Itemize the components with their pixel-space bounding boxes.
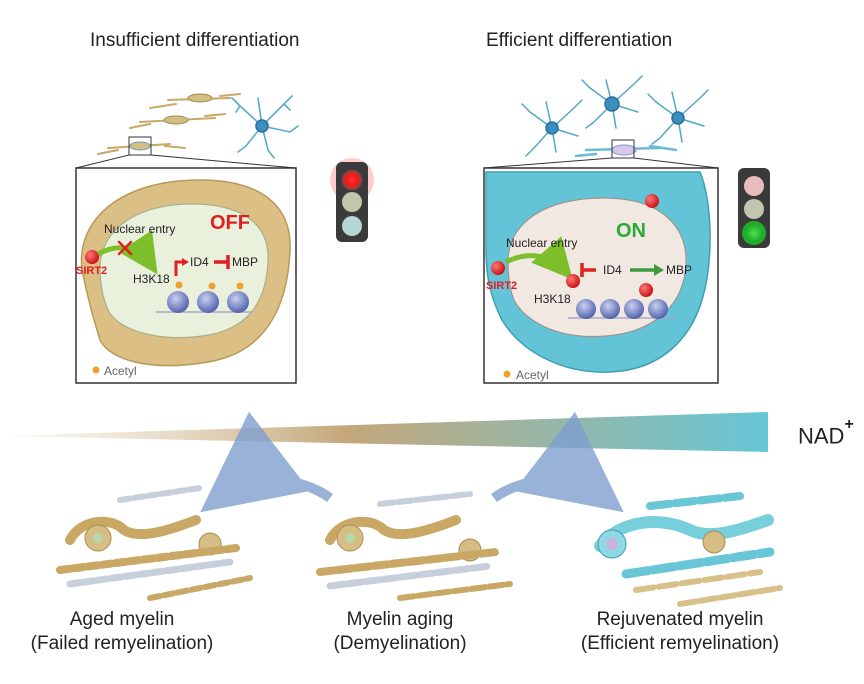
caption-aging-line2: (Demyelination)	[333, 633, 467, 654]
right-sirt2-label: SIRT2	[486, 280, 518, 292]
left-acetyl-label: Acetyl	[104, 364, 137, 378]
blocked-x-icon	[117, 240, 133, 256]
caption-aging-line1: Myelin aging	[346, 609, 454, 630]
left-zoom-lines	[75, 154, 297, 169]
left-panel-internals	[85, 229, 252, 374]
right-oligodendrocyte-icons	[521, 75, 709, 157]
left-sirt2-label: SIRT2	[76, 265, 108, 277]
caption-aged-line1: Aged myelin	[69, 609, 175, 630]
caption-aged-line2: (Failed remyelination)	[30, 633, 214, 654]
left-id4-label: ID4	[190, 255, 209, 269]
left-opc-cells	[97, 93, 241, 156]
state-off-label: OFF	[210, 212, 250, 234]
left-oligodendrocyte-icon	[231, 95, 299, 159]
nad-gradient-wedge	[0, 412, 768, 452]
sirt2-protein-icon	[639, 283, 653, 297]
left-nuclear-entry-label: Nuclear entry	[104, 222, 176, 236]
arrow-to-rejuvenated	[491, 411, 624, 513]
arrow-to-aged	[200, 411, 333, 513]
left-panel-title: Insufficient differentiation	[90, 30, 300, 51]
right-opc-cell	[574, 139, 678, 159]
right-id4-label: ID4	[603, 263, 622, 277]
nad-label: NAD+	[798, 416, 854, 449]
nad-text: NAD	[798, 423, 845, 449]
caption-aged-myelin: Aged myelin (Failed remyelination)	[6, 608, 238, 656]
acetyl-legend-dot	[503, 370, 511, 378]
acetyl-legend-dot	[92, 366, 100, 374]
caption-rejuv-line1: Rejuvenated myelin	[596, 609, 764, 630]
caption-rejuv-line2: (Efficient remyelination)	[580, 633, 780, 654]
aged-myelin-illustration	[56, 485, 253, 601]
nucleosome-icons	[167, 291, 249, 313]
right-mbp-label: MBP	[666, 263, 693, 277]
nad-superscript: +	[844, 416, 854, 433]
left-cell-panel	[75, 167, 297, 384]
state-on-label: ON	[616, 220, 646, 242]
traffic-light-right	[738, 168, 770, 248]
myelin-aging-illustration	[316, 491, 513, 601]
sirt2-protein-icon	[491, 261, 505, 275]
caption-myelin-aging: Myelin aging (Demyelination)	[300, 608, 500, 656]
right-zoom-lines	[483, 157, 719, 169]
right-h3k18-label: H3K18	[534, 292, 571, 306]
traffic-light-left	[330, 158, 374, 242]
caption-rejuvenated-myelin: Rejuvenated myelin (Efficient remyelinat…	[556, 608, 804, 656]
right-panel-title: Efficient differentiation	[486, 30, 673, 51]
left-mbp-label: MBP	[232, 255, 259, 269]
rejuvenated-myelin-illustration	[594, 492, 783, 607]
right-nuclear-entry-label: Nuclear entry	[506, 236, 578, 250]
right-panel-internals	[491, 194, 676, 378]
sirt2-protein-icon	[645, 194, 659, 208]
sirt2-protein-icon	[85, 250, 99, 264]
left-h3k18-label: H3K18	[133, 272, 170, 286]
right-acetyl-label: Acetyl	[516, 368, 549, 382]
inhibition-bar-icon	[214, 255, 230, 269]
inhibition-bar-icon	[580, 263, 596, 277]
right-cell-panel	[483, 167, 719, 384]
sirt2-protein-icon	[566, 274, 580, 288]
nucleosome-icons	[576, 299, 668, 319]
